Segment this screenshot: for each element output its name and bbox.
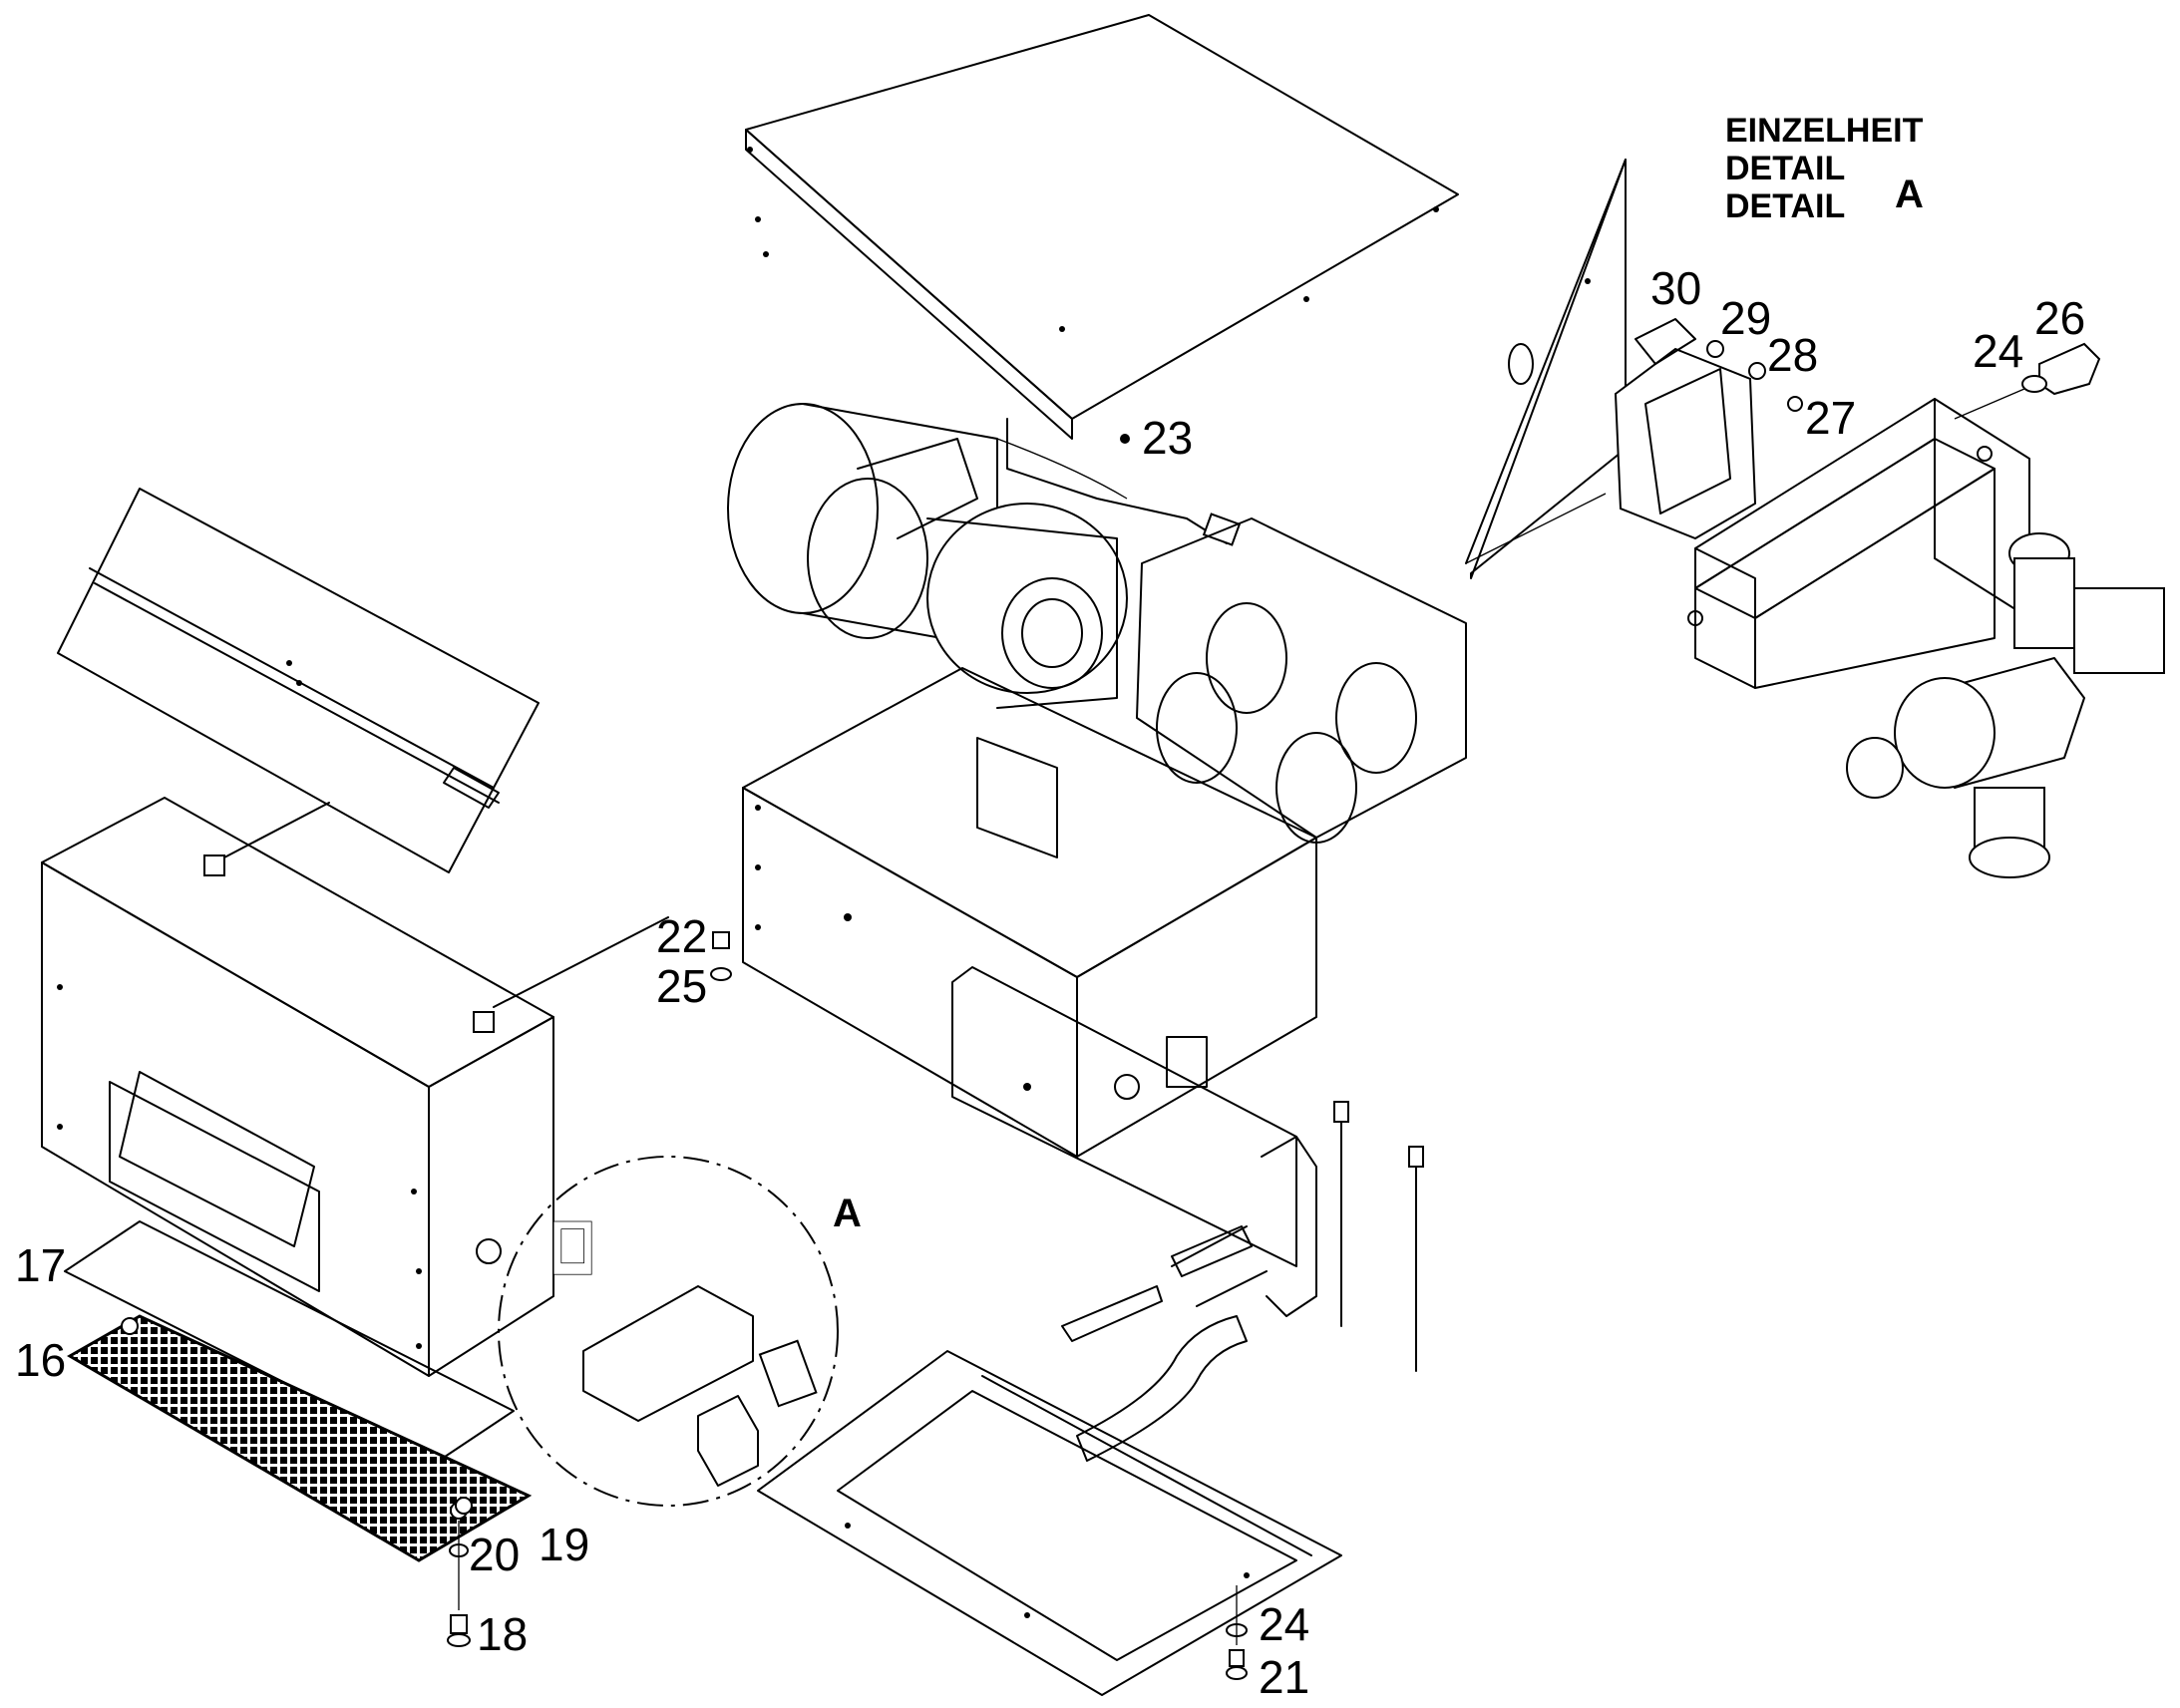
blower-fan-assembly <box>727 403 1242 709</box>
top-cover-panel <box>745 14 1459 440</box>
upper-left-flap <box>57 488 540 873</box>
callout-16: 16 <box>15 1334 66 1386</box>
callout-21: 21 <box>1259 1651 1309 1703</box>
callout-20: 20 <box>469 1529 520 1580</box>
detail-circle-label: A <box>833 1192 862 1235</box>
left-box-probes <box>203 802 669 1033</box>
valve-bracket-assembly <box>1687 398 2165 878</box>
detail-a-circle <box>498 1156 839 1507</box>
detail-heading-letter: A <box>1895 172 1924 216</box>
detail-heading-line-3: DETAIL <box>1725 187 1845 225</box>
callout-29: 29 <box>1720 292 1771 344</box>
bottom-base-tray <box>757 1350 1342 1696</box>
callout-28: 28 <box>1767 329 1818 381</box>
fasteners <box>447 342 2101 1680</box>
callout-17: 17 <box>15 1239 66 1291</box>
left-air-box <box>41 797 554 1377</box>
callout-22: 22 <box>656 910 707 962</box>
detail-a-enlarged-view <box>1465 159 1803 579</box>
callout-24-detail: 24 <box>1973 325 2023 377</box>
grille-16 <box>67 1314 533 1562</box>
callout-labels: 17 16 19 20 18 22 25 23 24 21 30 29 28 2… <box>15 262 2085 1703</box>
temperature-sensors <box>1333 1101 1424 1372</box>
main-housing-box <box>742 517 1467 1158</box>
callout-30: 30 <box>1650 262 1701 314</box>
callout-23: 23 <box>1142 412 1193 464</box>
callout-26: 26 <box>2034 292 2085 344</box>
coolant-hoses <box>1061 1225 1253 1462</box>
heat-exchanger-core <box>951 966 1317 1317</box>
callout-18: 18 <box>477 1608 528 1660</box>
detail-heading-line-1: EINZELHEIT <box>1725 112 1924 150</box>
callout-19: 19 <box>539 1519 589 1570</box>
detail-heading-line-2: DETAIL <box>1725 150 1845 187</box>
detail-heading: EINZELHEIT DETAIL DETAIL A <box>1725 112 1924 225</box>
callout-24-base: 24 <box>1259 1598 1309 1650</box>
callout-25: 25 <box>656 960 707 1012</box>
callout-27: 27 <box>1805 392 1856 444</box>
